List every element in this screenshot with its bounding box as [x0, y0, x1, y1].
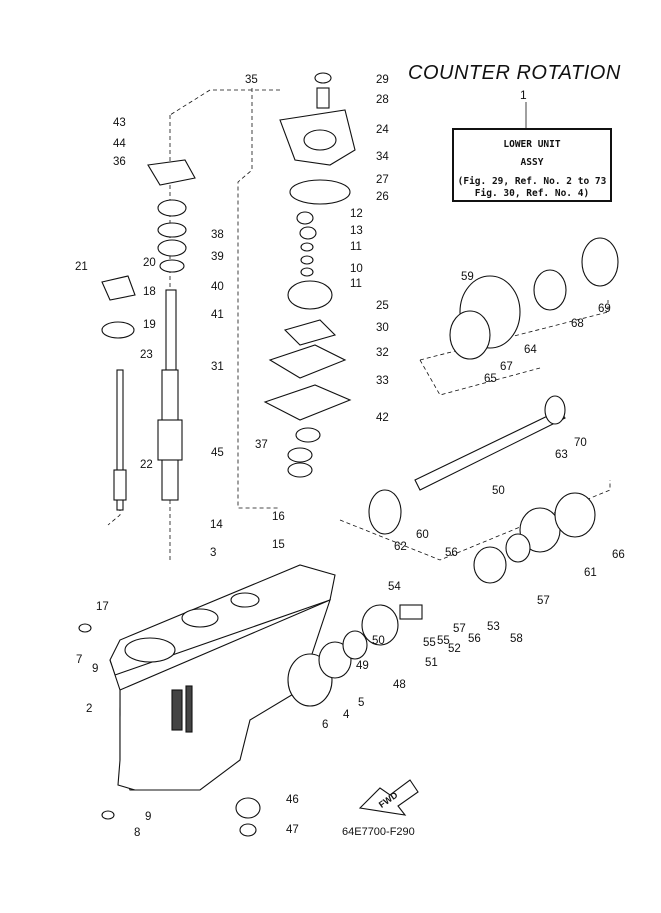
- propeller-shaft-assembly: [78, 237, 619, 837]
- callout-60: 60: [416, 529, 429, 541]
- callout-63: 63: [555, 449, 568, 461]
- callout-8: 8: [134, 827, 140, 839]
- callout-9: 9: [145, 811, 151, 823]
- callout-6: 6: [322, 719, 328, 731]
- assembly-ref-number: 1: [520, 88, 527, 102]
- callout-61: 61: [584, 567, 597, 579]
- callout-16: 16: [272, 511, 285, 523]
- assembly-box-line3: (Fig. 29, Ref. No. 2 to 73: [457, 176, 607, 187]
- callout-42: 42: [376, 412, 389, 424]
- callout-49: 49: [356, 660, 369, 672]
- callout-68: 68: [571, 318, 584, 330]
- callout-56: 56: [468, 633, 481, 645]
- callout-48: 48: [393, 679, 406, 691]
- callout-17: 17: [96, 601, 109, 613]
- callout-51: 51: [425, 657, 438, 669]
- callout-46: 46: [286, 794, 299, 806]
- fwd-arrow-icon: FWD: [358, 779, 419, 816]
- callout-25: 25: [376, 300, 389, 312]
- callout-39: 39: [211, 251, 224, 263]
- callout-15: 15: [272, 539, 285, 551]
- callout-14: 14: [210, 519, 223, 531]
- callout-59: 59: [461, 271, 474, 283]
- callout-53: 53: [487, 621, 500, 633]
- callout-34: 34: [376, 151, 389, 163]
- callout-11: 11: [350, 278, 362, 290]
- lower-unit-housing: [109, 564, 336, 791]
- callout-35: 35: [245, 74, 258, 86]
- callout-50: 50: [372, 635, 385, 647]
- callout-67: 67: [500, 361, 513, 373]
- assembly-box-line2: ASSY: [520, 157, 544, 168]
- callout-4: 4: [343, 709, 350, 721]
- callout-64: 64: [524, 344, 537, 356]
- assembly-box-line4: Fig. 30, Ref. No. 4): [474, 188, 590, 199]
- callout-13: 13: [350, 225, 363, 237]
- callout-54: 54: [388, 581, 401, 593]
- callout-55: 55: [423, 637, 436, 649]
- assembly-box: LOWER UNIT ASSY (Fig. 29, Ref. No. 2 to …: [452, 128, 612, 202]
- callout-36: 36: [113, 156, 126, 168]
- callout-20: 20: [143, 257, 156, 269]
- callout-11: 11: [350, 241, 362, 253]
- water-pump: [263, 72, 356, 478]
- callout-38: 38: [211, 229, 224, 241]
- callout-62: 62: [394, 541, 407, 553]
- shift-rod: [113, 369, 127, 511]
- callout-40: 40: [211, 281, 224, 293]
- callout-23: 23: [140, 349, 153, 361]
- callout-45: 45: [211, 447, 224, 459]
- callout-30: 30: [376, 322, 389, 334]
- upper-seal-stack: [101, 159, 196, 339]
- callout-12: 12: [350, 208, 363, 220]
- callout-55: 55: [437, 635, 450, 647]
- callout-24: 24: [376, 124, 389, 136]
- callout-labels: 2345678991011111213141516171819202122232…: [75, 74, 625, 839]
- callout-33: 33: [376, 375, 389, 387]
- callout-56: 56: [445, 547, 458, 559]
- callout-47: 47: [286, 824, 299, 836]
- callout-10: 10: [350, 263, 363, 275]
- callout-2: 2: [86, 703, 92, 715]
- callout-66: 66: [612, 549, 625, 561]
- callout-7: 7: [76, 654, 82, 666]
- callout-27: 27: [376, 174, 389, 186]
- callout-65: 65: [484, 373, 497, 385]
- callout-19: 19: [143, 319, 156, 331]
- callout-58: 58: [510, 633, 523, 645]
- callout-21: 21: [75, 261, 88, 273]
- callout-52: 52: [448, 643, 461, 655]
- callout-31: 31: [211, 361, 224, 373]
- callout-57: 57: [453, 623, 466, 635]
- callout-70: 70: [574, 437, 587, 449]
- callout-69: 69: [598, 303, 611, 315]
- callout-44: 44: [113, 138, 126, 150]
- callout-5: 5: [358, 697, 364, 709]
- part-code: 64E7700-F290: [342, 826, 415, 838]
- callout-18: 18: [143, 286, 156, 298]
- callout-37: 37: [255, 439, 268, 451]
- callout-57: 57: [537, 595, 550, 607]
- callout-43: 43: [113, 117, 126, 129]
- diagram-title: COUNTER ROTATION: [408, 62, 621, 84]
- callout-29: 29: [376, 74, 389, 86]
- drive-shaft: [157, 289, 183, 501]
- callout-22: 22: [140, 459, 153, 471]
- assembly-box-line1: LOWER UNIT: [503, 139, 561, 150]
- callout-28: 28: [376, 94, 389, 106]
- callout-50: 50: [492, 485, 505, 497]
- callout-41: 41: [211, 309, 224, 321]
- callout-9: 9: [92, 663, 98, 675]
- callout-3: 3: [210, 547, 216, 559]
- callout-26: 26: [376, 191, 389, 203]
- callout-32: 32: [376, 347, 389, 359]
